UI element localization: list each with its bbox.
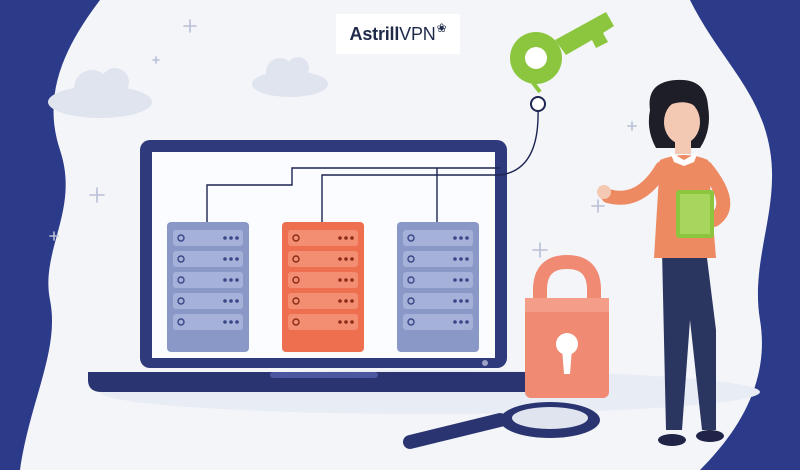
status-light <box>453 278 457 282</box>
server-slot <box>403 272 473 288</box>
power-icon <box>292 297 300 305</box>
status-light <box>235 299 239 303</box>
power-icon <box>292 255 300 263</box>
server-slot <box>403 230 473 246</box>
status-light <box>229 299 233 303</box>
status-light <box>459 320 463 324</box>
power-icon <box>407 318 415 326</box>
status-light <box>338 257 342 261</box>
magnifier-icon <box>403 402 600 449</box>
server-rack-orange <box>282 222 364 352</box>
server-rack-blue <box>167 222 249 352</box>
cloud-icon <box>48 68 152 118</box>
status-light <box>459 257 463 261</box>
server-slot <box>288 251 358 267</box>
status-light <box>338 236 342 240</box>
status-light <box>350 257 354 261</box>
status-light <box>344 320 348 324</box>
status-light <box>465 278 469 282</box>
power-icon <box>407 234 415 242</box>
status-light <box>235 278 239 282</box>
status-light <box>338 278 342 282</box>
power-icon <box>177 297 185 305</box>
power-icon <box>407 297 415 305</box>
server-rack-blue <box>397 222 479 352</box>
server-slot <box>403 293 473 309</box>
status-light <box>465 320 469 324</box>
status-light <box>235 257 239 261</box>
power-icon <box>407 255 415 263</box>
status-light <box>465 299 469 303</box>
power-icon <box>292 276 300 284</box>
status-light <box>459 299 463 303</box>
status-light <box>465 257 469 261</box>
status-light <box>223 299 227 303</box>
power-icon <box>177 255 185 263</box>
status-light <box>453 236 457 240</box>
status-light <box>223 257 227 261</box>
status-light <box>453 299 457 303</box>
status-light <box>453 320 457 324</box>
server-slot <box>403 251 473 267</box>
server-slot <box>173 314 243 330</box>
status-light <box>229 278 233 282</box>
server-slot <box>173 272 243 288</box>
status-light <box>229 320 233 324</box>
server-rack-group <box>167 222 479 352</box>
status-light <box>350 278 354 282</box>
status-light <box>350 236 354 240</box>
cloud-icon <box>252 57 328 97</box>
status-light <box>235 320 239 324</box>
status-light <box>459 236 463 240</box>
status-light <box>223 236 227 240</box>
status-light <box>223 320 227 324</box>
status-light <box>229 257 233 261</box>
status-light <box>344 278 348 282</box>
server-slot <box>173 293 243 309</box>
server-slot <box>288 230 358 246</box>
network-wires <box>206 107 539 222</box>
person <box>597 79 731 446</box>
status-light <box>338 299 342 303</box>
server-slot <box>288 314 358 330</box>
status-light <box>465 236 469 240</box>
status-light <box>459 278 463 282</box>
brand-suffix: VPN <box>399 23 436 44</box>
status-light <box>344 299 348 303</box>
server-slot <box>173 251 243 267</box>
server-slot <box>288 272 358 288</box>
padlock-icon <box>525 254 609 398</box>
status-light <box>453 257 457 261</box>
status-light <box>350 320 354 324</box>
power-icon <box>292 318 300 326</box>
server-slot <box>403 314 473 330</box>
key-icon <box>510 12 614 112</box>
status-light <box>338 320 342 324</box>
status-light <box>350 299 354 303</box>
status-light <box>229 236 233 240</box>
power-icon <box>177 276 185 284</box>
sparkle-icon <box>49 19 637 258</box>
power-icon <box>177 318 185 326</box>
server-slot <box>288 293 358 309</box>
brand-name: Astrill <box>349 23 400 44</box>
brand-mark-icon: ❀ <box>436 21 447 35</box>
server-slot <box>173 230 243 246</box>
status-light <box>344 257 348 261</box>
status-light <box>223 278 227 282</box>
status-light <box>344 236 348 240</box>
status-light <box>235 236 239 240</box>
left-blob <box>0 0 100 470</box>
power-icon <box>177 234 185 242</box>
right-blob <box>690 0 800 470</box>
power-icon <box>407 276 415 284</box>
power-icon <box>292 234 300 242</box>
